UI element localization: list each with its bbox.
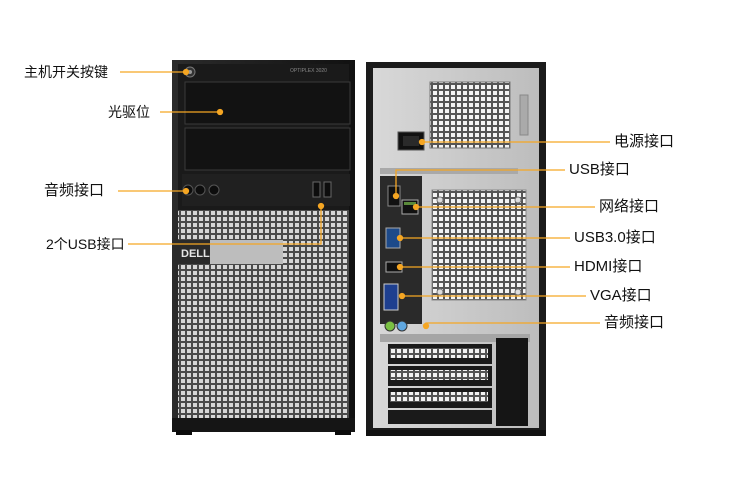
slot-cover-bracket xyxy=(496,338,528,426)
label-power-button: 主机开关按键 xyxy=(24,64,108,80)
label-vga: VGA接口 xyxy=(590,287,652,304)
label-hdmi: HDMI接口 xyxy=(574,258,643,275)
psu-vent xyxy=(429,81,511,149)
front-usb-port-2 xyxy=(323,181,332,198)
front-leader-lines xyxy=(118,68,325,245)
model-text: OPTIPLEX 3020 xyxy=(290,68,327,74)
label-audio-front: 音频接口 xyxy=(44,182,105,199)
rear-audio-jack-2 xyxy=(396,320,408,332)
front-tower: OPTIPLEX 3020 DELL xyxy=(172,60,355,435)
expansion-slots xyxy=(388,344,492,424)
front-audio-jack-3 xyxy=(208,184,220,196)
rear-tower xyxy=(366,62,546,436)
rear-fan-vent xyxy=(431,189,527,301)
front-audio-jack-2 xyxy=(194,184,206,196)
optical-drive-bay-1 xyxy=(184,81,351,125)
label-audio-rear: 音频接口 xyxy=(604,314,665,331)
dell-logo: DELL xyxy=(181,248,210,260)
label-usb-front: 2个USB接口 xyxy=(46,236,125,252)
optical-drive-bay-2 xyxy=(184,127,351,171)
label-optical-drive: 光驱位 xyxy=(108,104,150,120)
label-power-socket: 电源接口 xyxy=(614,133,675,150)
svg-text:OPTIPLEX 3020: OPTIPLEX 3020 xyxy=(290,68,327,74)
front-usb-port-1 xyxy=(312,181,321,198)
rear-audio-jack-1 xyxy=(384,320,396,332)
label-usb-rear: USB接口 xyxy=(569,161,630,178)
vga-port xyxy=(383,283,399,311)
label-network: 网络接口 xyxy=(599,198,660,215)
rear-leader-lines xyxy=(392,138,610,330)
label-usb3: USB3.0接口 xyxy=(574,229,656,246)
